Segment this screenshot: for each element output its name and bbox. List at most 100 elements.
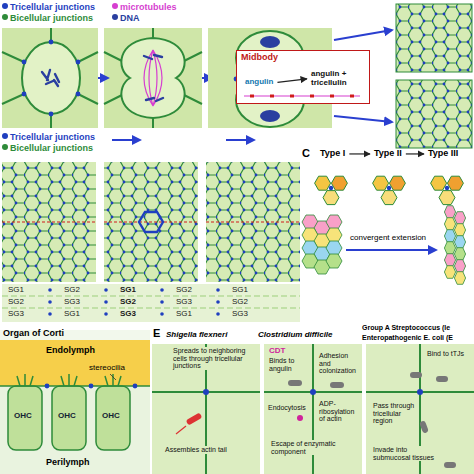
protein-label-box: angulin: [243, 77, 275, 88]
drawn-shape: [389, 176, 405, 190]
drawn-shape: [326, 228, 342, 242]
drawn-shape: [216, 300, 220, 304]
drawn-shape: [89, 384, 94, 389]
drawn-shape: [419, 420, 429, 433]
figure-label: Group A Streptococcus (le: [362, 324, 450, 332]
figure-label: Escape of enzymatic component: [270, 440, 352, 455]
pathogen-panels: [152, 344, 474, 474]
drawn-shape: [244, 95, 360, 96]
legend-swatch: [2, 3, 8, 9]
legend-text: Bicellular junctions: [10, 143, 93, 153]
type-box: Type II: [372, 148, 404, 160]
drawn-shape: [302, 176, 466, 284]
drawn-shape: [297, 415, 303, 421]
drawn-shape: [454, 260, 465, 273]
drawn-shape: [346, 249, 436, 251]
node-text: Type I: [320, 149, 345, 159]
drawn-shape: [160, 300, 164, 304]
stage-label: SG1: [64, 310, 80, 319]
legend-item: Bicellular junctions: [2, 144, 93, 154]
drawn-shape: [176, 426, 186, 434]
stage-label: SG1: [232, 286, 248, 295]
legend-item: microtubules: [112, 3, 177, 13]
epithelium-sheet: [396, 80, 472, 148]
figure-label: ADP-ribosylation of actin: [318, 400, 362, 423]
drawn-shape: [160, 288, 164, 292]
drawn-shape: [410, 372, 422, 378]
drawn-shape: [17, 374, 121, 386]
figure-label: stereocilia: [88, 364, 126, 373]
node-text: angulin: [245, 78, 273, 87]
drawn-shape: [323, 191, 339, 205]
stage-label: SG1: [176, 310, 192, 319]
figure-label: Shigella flexneri: [166, 331, 227, 340]
figure-label: C: [302, 147, 310, 159]
drawn-shape: [334, 30, 392, 40]
legend-swatch: [2, 144, 8, 150]
drawn-shape: [186, 412, 203, 425]
drawn-shape: [112, 139, 140, 141]
drawn-shape: [49, 112, 54, 117]
figure-label: Organ of Corti: [3, 329, 64, 339]
sg-band: [2, 284, 300, 322]
drawn-shape: [110, 374, 116, 380]
drawn-shape: [45, 384, 50, 389]
legend-text: microtubules: [120, 2, 177, 12]
drawn-shape: [454, 224, 465, 237]
node-text: Type III: [428, 149, 458, 159]
inset-box: Midbodyangulinangulin + tricellulin: [236, 50, 370, 104]
inset-ground: [236, 50, 370, 104]
drawn-shape: [144, 55, 163, 101]
drawn-shape: [381, 191, 397, 205]
legend-swatch: [112, 3, 118, 9]
drawn-shape: [439, 191, 455, 205]
drawn-shape: [445, 186, 449, 190]
drawn-shape: [326, 215, 342, 229]
stage-label: SG3: [176, 298, 192, 307]
figure-label: OHC: [102, 412, 120, 421]
node-text: angulin + tricellulin: [311, 70, 365, 88]
stage-label: SG2: [8, 298, 24, 307]
legend-text: Tricellular junctions: [10, 2, 95, 12]
drawn-shape: [436, 376, 448, 382]
legend-item: Tricellular junctions: [2, 3, 95, 13]
arrow-connector: [349, 153, 370, 154]
mitotic-cell: [104, 28, 202, 128]
figure-label: Enteropathogenic E. coli (E: [362, 334, 453, 342]
legend-swatch: [112, 14, 118, 20]
figure-label: convergent extension: [350, 234, 426, 243]
drawn-shape: [330, 382, 344, 388]
stage-label: SG1: [120, 286, 136, 295]
drawn-shape: [315, 176, 331, 190]
drawn-shape: [48, 288, 52, 292]
drawn-shape: [454, 272, 465, 285]
drawn-shape: [8, 386, 42, 450]
legend-swatch: [2, 14, 8, 20]
stage-label: SG3: [8, 310, 24, 319]
drawn-shape: [444, 462, 456, 468]
drawn-shape: [22, 60, 27, 65]
drawn-shape: [76, 60, 81, 65]
legend-item: Bicellular junctions: [2, 14, 93, 24]
stage-label: SG1: [8, 286, 24, 295]
drawn-shape: [52, 386, 86, 450]
type-box: Type III: [426, 148, 460, 160]
figure-label: Perilymph: [46, 458, 90, 468]
figure-label: OHC: [58, 412, 76, 421]
drawn-shape: [329, 186, 333, 190]
drawn-shape: [447, 176, 463, 190]
drawn-shape: [226, 139, 254, 141]
protein-label-box: angulin + tricellulin: [309, 69, 367, 89]
drawn-shape: [250, 95, 354, 98]
stage-label: SG2: [64, 286, 80, 295]
drawn-shape: [444, 218, 455, 231]
drawn-shape: [444, 266, 455, 279]
legend-text: DNA: [120, 13, 140, 23]
figure-label: Clostridium difficile: [258, 331, 333, 340]
arrow-connector: [406, 153, 424, 154]
drawn-shape: [0, 340, 150, 386]
interphase-cell: [2, 28, 98, 128]
figure-label: E: [153, 327, 160, 339]
legend-text: Bicellular junctions: [10, 13, 93, 23]
drawn-shape: [49, 40, 54, 45]
